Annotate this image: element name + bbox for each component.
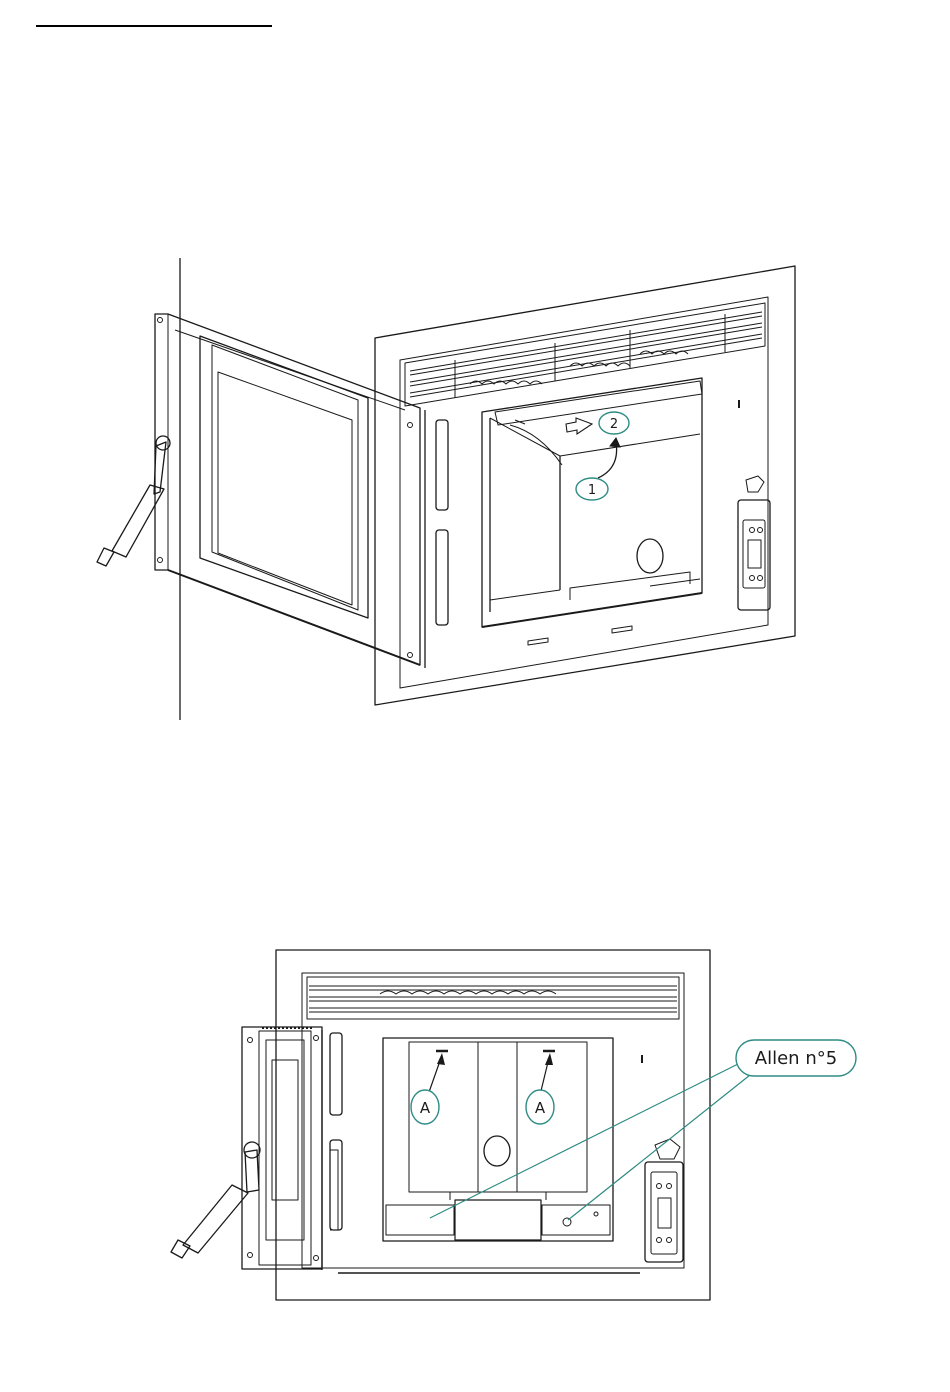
callout-1: 1 xyxy=(576,478,608,500)
top-grille xyxy=(405,303,765,406)
callout-a-left-label: A xyxy=(420,1099,431,1117)
callout-1-label: 1 xyxy=(588,483,596,498)
front-grille xyxy=(307,977,679,1019)
figure-2-front-view xyxy=(171,950,710,1300)
callout-2: 2 xyxy=(599,412,629,434)
callout-2-label: 2 xyxy=(610,417,618,432)
frame-inner-front xyxy=(302,973,684,1268)
allen-label: Allen n°5 xyxy=(736,1040,856,1076)
figure-1-callouts: 1 2 xyxy=(566,412,629,500)
callout-a-left: A xyxy=(411,1090,439,1124)
frame-side-slots xyxy=(425,410,448,668)
flue-opening xyxy=(637,539,663,573)
allen-leader-1 xyxy=(430,1063,740,1218)
flue-opening-front xyxy=(484,1136,510,1166)
door-handle xyxy=(97,436,170,566)
arrow-2 xyxy=(566,418,592,434)
open-door-front xyxy=(242,1027,338,1269)
open-door xyxy=(155,314,420,665)
door-handle-front xyxy=(171,1142,260,1258)
firebox-front xyxy=(383,1038,613,1241)
figure-1-open-door xyxy=(97,258,795,720)
firebox-opening xyxy=(482,378,702,645)
control-panel-front xyxy=(645,1139,683,1262)
callout-a-right-label: A xyxy=(535,1099,546,1117)
control-panel xyxy=(738,476,770,610)
callout-a-right: A xyxy=(526,1090,554,1124)
door-glass xyxy=(218,372,352,605)
allen-label-text: Allen n°5 xyxy=(755,1048,837,1069)
